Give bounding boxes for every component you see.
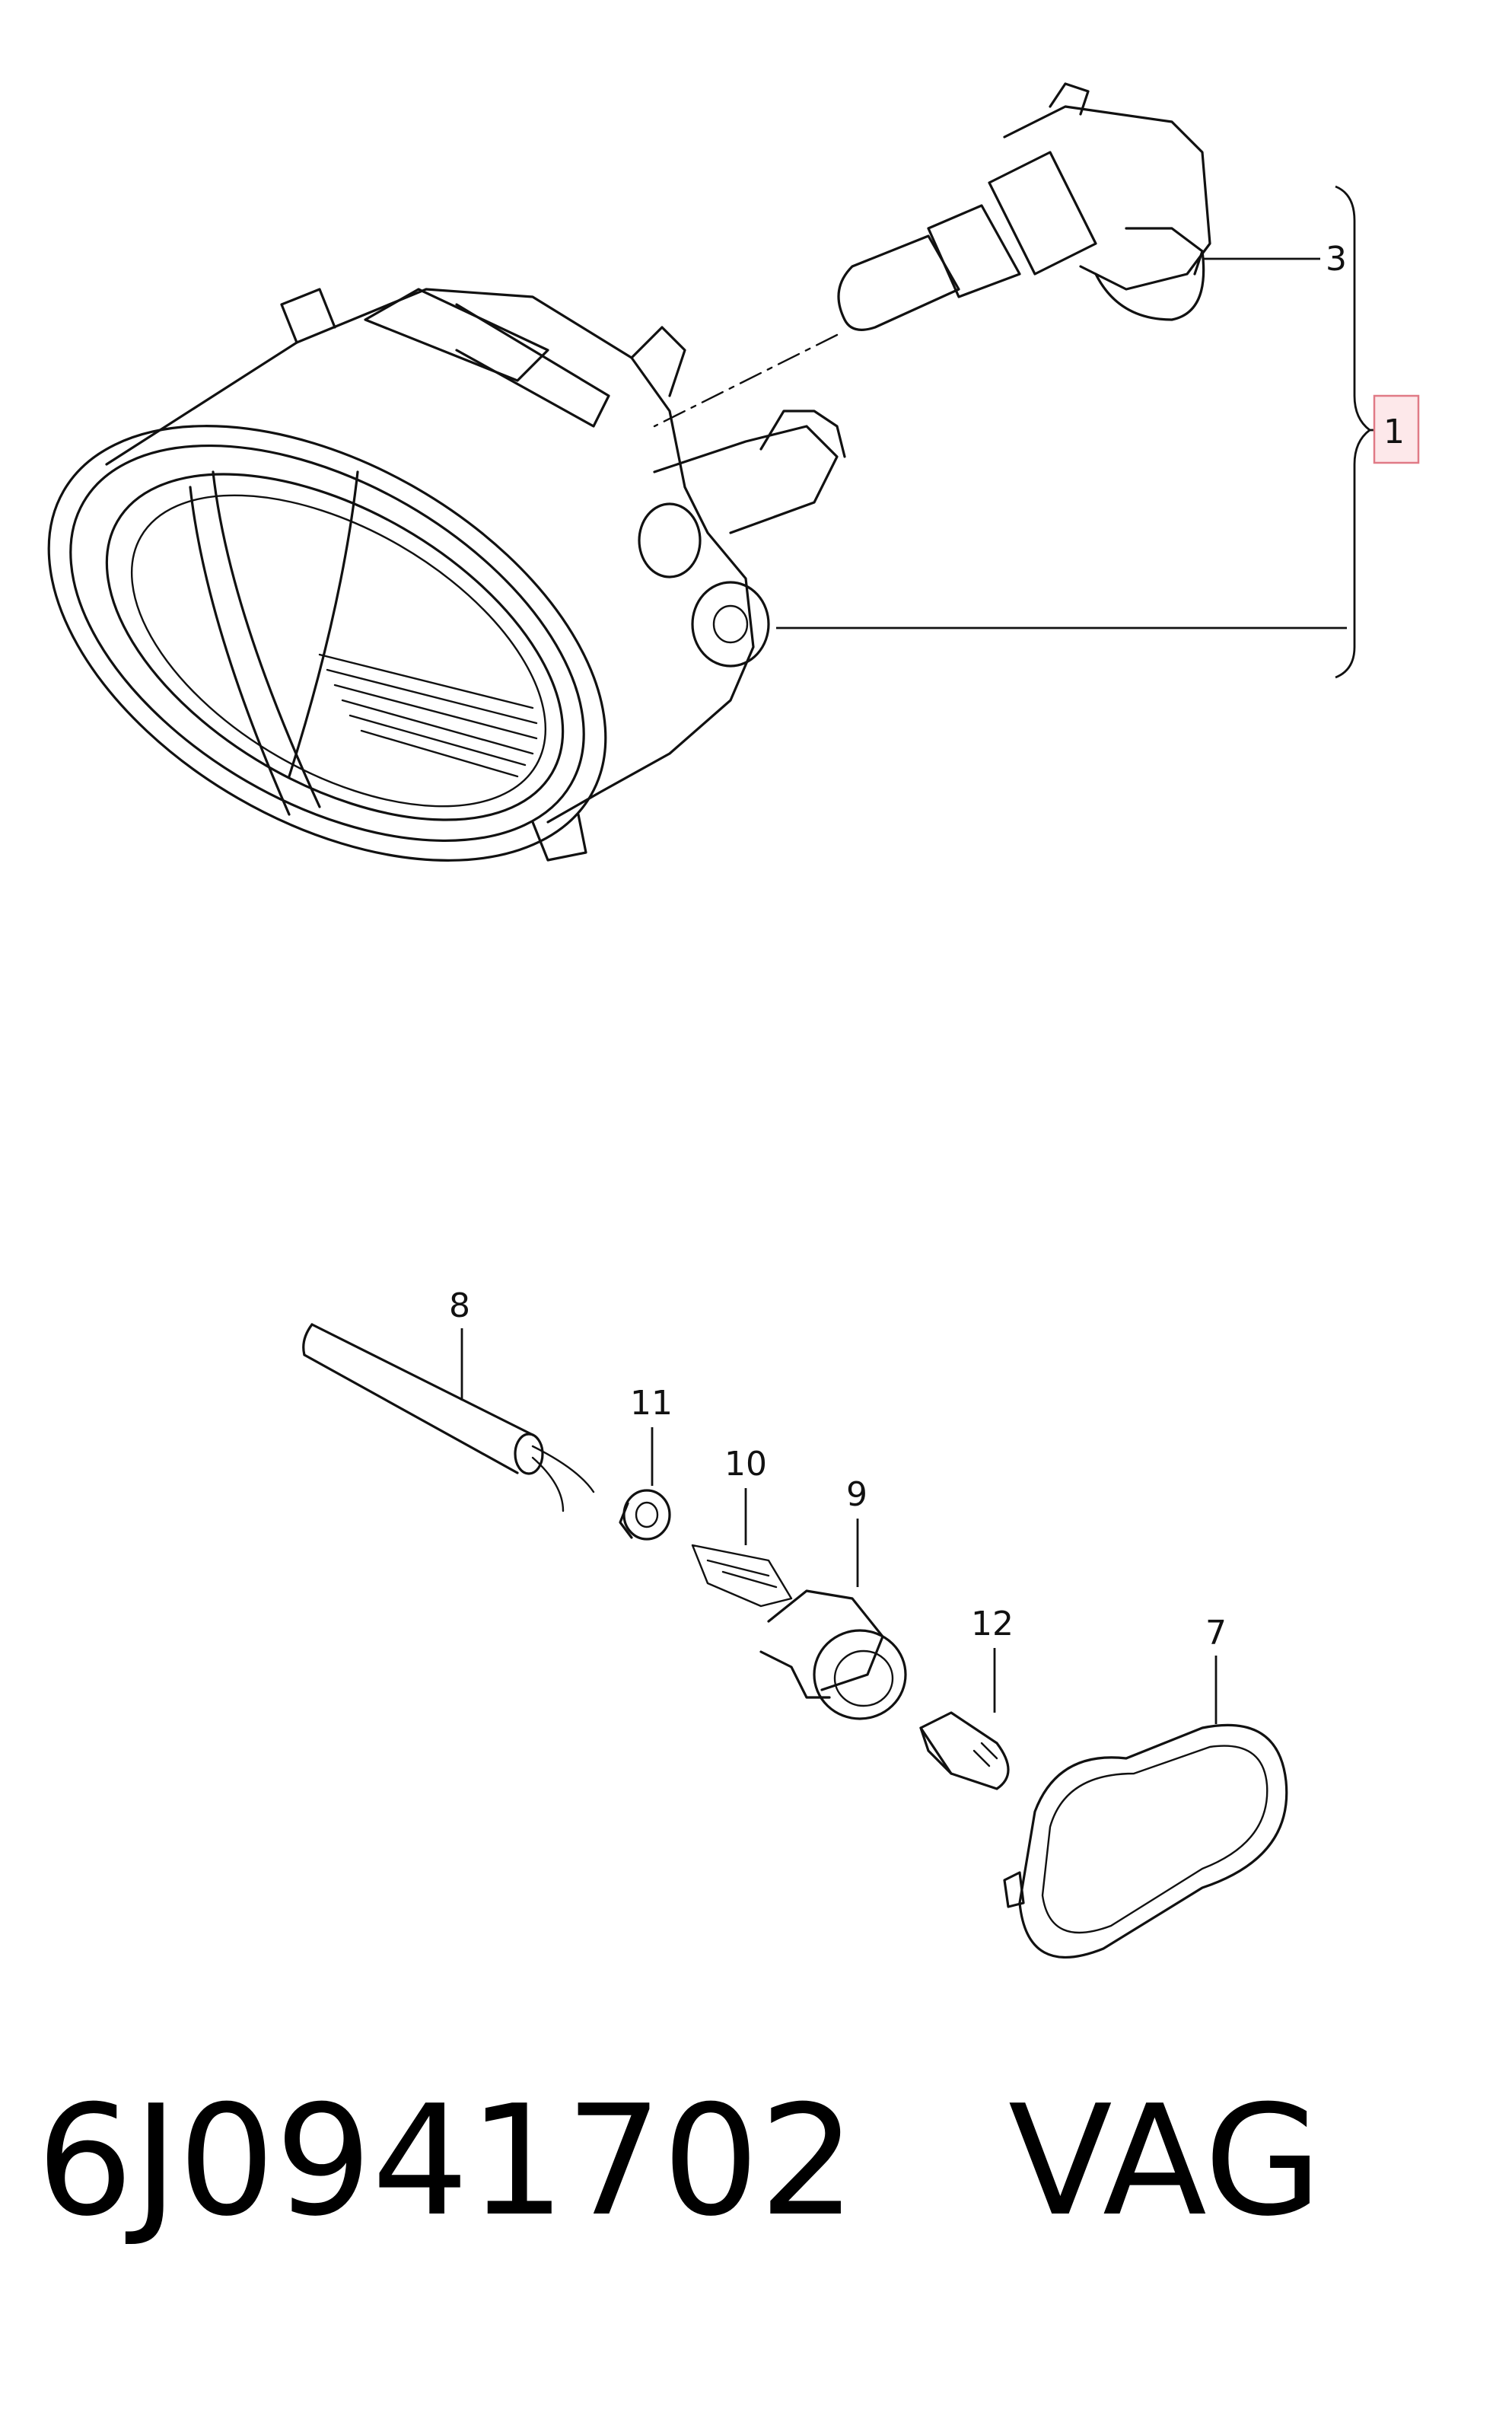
terminal-clip: [691, 1544, 793, 1608]
halogen-bulb: [837, 82, 1211, 331]
callout-1-highlight: 1: [1373, 394, 1420, 464]
callout-10: 10: [724, 1445, 767, 1484]
bulb-socket: [759, 1589, 907, 1720]
wedge-bulb: [919, 1711, 1010, 1790]
reflector-hatching: [318, 653, 538, 778]
callout-9: 9: [846, 1475, 867, 1514]
side-marker-lens: [1003, 1723, 1288, 1959]
brand-name: VAG: [1008, 2073, 1323, 2250]
callout-1: 1: [1383, 413, 1405, 451]
part-number: 6J0941702: [37, 2073, 856, 2250]
callout-3: 3: [1326, 240, 1347, 279]
callout-8: 8: [449, 1286, 470, 1325]
callout-11: 11: [630, 1384, 673, 1423]
callout-12: 12: [971, 1605, 1014, 1643]
callout-7: 7: [1205, 1614, 1227, 1653]
grommet: [619, 1489, 671, 1541]
wiring-harness: [302, 1323, 595, 1512]
fog-lamp-housing: [47, 288, 846, 862]
